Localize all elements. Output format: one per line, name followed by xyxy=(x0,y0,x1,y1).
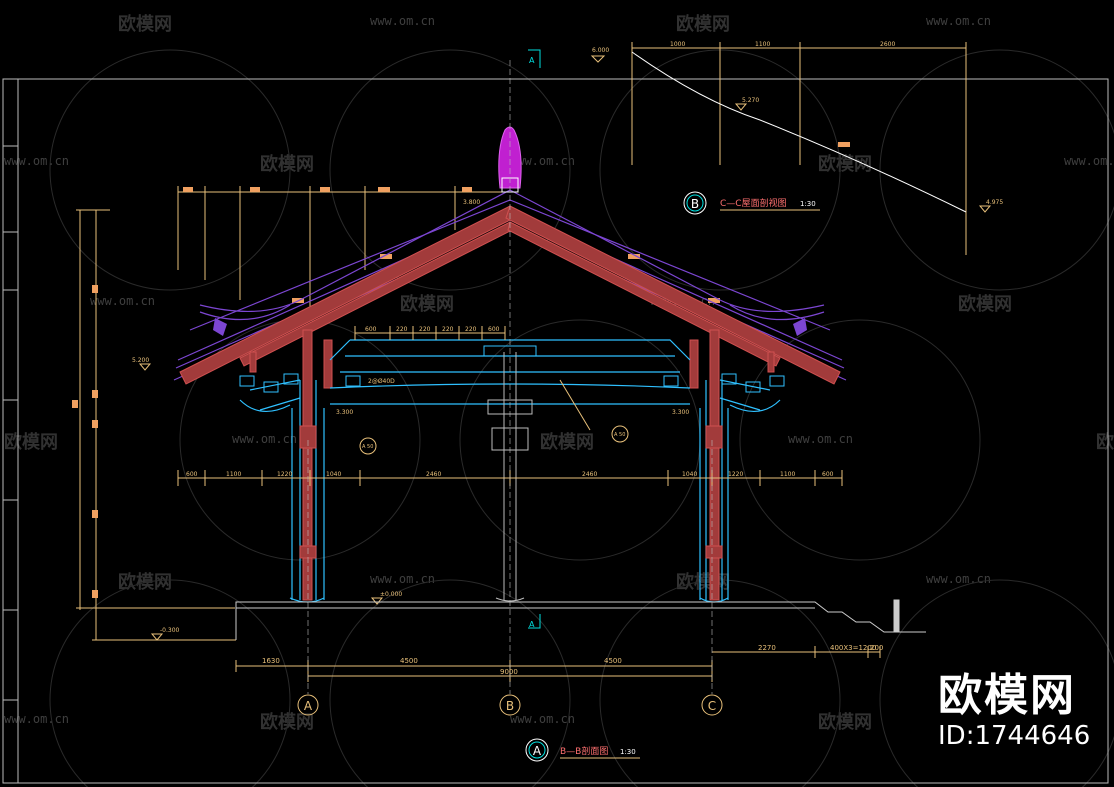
watermark-url: www.om.cn xyxy=(4,154,70,168)
beam-dim-label: 1040 xyxy=(326,471,341,478)
bottom-dim-label: 400X3=1200 xyxy=(830,644,876,652)
beam-dim-label: 1220 xyxy=(728,471,743,478)
axis-bubbles xyxy=(297,694,723,716)
watermark-url: www.om.cn xyxy=(370,572,436,586)
bottom-dim-label: 4500 xyxy=(400,657,418,665)
roof-ornaments xyxy=(213,318,807,336)
ridge-dims xyxy=(354,326,506,340)
bb-scale: 1:30 xyxy=(620,748,636,756)
watermark-url: www.om.cn xyxy=(232,432,298,446)
axis-label-a: A xyxy=(304,699,313,713)
axis-label-c: C xyxy=(708,699,716,713)
elevation-tag: 3.300 xyxy=(336,409,353,416)
ridge-dim-label: 220 xyxy=(419,326,431,333)
cc-elev: 4.975 xyxy=(986,199,1003,206)
ridge-dim-label: 220 xyxy=(465,326,477,333)
watermark-brand: 欧模网 xyxy=(1096,432,1114,453)
cc-elev: 6.000 xyxy=(592,47,609,54)
watermark-url: www.om.cn xyxy=(370,14,436,28)
brand-mark: 欧模网 ID:1744646 xyxy=(938,672,1090,752)
bottom-dim-label: 4500 xyxy=(604,657,622,665)
section-cut-label: A xyxy=(529,56,535,65)
watermark-url: www.om.cn xyxy=(90,294,156,308)
cc-title: C—C屋面剖视图 xyxy=(720,197,787,209)
cc-dim-label: 1000 xyxy=(670,41,685,48)
section-cut-marks xyxy=(528,49,541,629)
brackets xyxy=(239,345,785,393)
watermark-brand: 欧模网 xyxy=(676,14,730,35)
watermark-brand: 欧模网 xyxy=(958,294,1012,315)
beam-dim-label: 2460 xyxy=(582,471,597,478)
detail-callout xyxy=(359,379,629,455)
ground-line xyxy=(235,599,926,640)
section-title-cc: B C—C屋面剖视图 1:30 xyxy=(683,191,820,215)
elevation-tag: 3.300 xyxy=(672,409,689,416)
watermark-brand: 欧模网 xyxy=(260,154,314,175)
elevation-markers xyxy=(138,363,384,641)
elevation-tag: -0.300 xyxy=(160,627,180,634)
cc-tag xyxy=(838,142,850,147)
elevation-tag: 3.800 xyxy=(463,199,480,206)
bottom-dim-label: 200 xyxy=(870,644,883,652)
watermark-url: www.om.cn xyxy=(788,432,854,446)
watermark-brand: 欧模网 xyxy=(818,712,872,733)
callout-label: A 50 xyxy=(362,444,373,450)
axis-lines xyxy=(307,60,713,694)
axis-label-b: B xyxy=(506,699,514,713)
brand-id: ID:1744646 xyxy=(938,721,1091,751)
beam-dim-label: 1220 xyxy=(277,471,292,478)
beam-dim-label: 1100 xyxy=(226,471,241,478)
beam-dim-label: 600 xyxy=(822,471,834,478)
cc-dim-label: 1100 xyxy=(755,41,770,48)
watermark-brand: 欧模网 xyxy=(818,154,872,175)
beam-dim-label: 1040 xyxy=(682,471,697,478)
bb-marker: A xyxy=(533,744,542,758)
ridge-dim-label: 600 xyxy=(488,326,500,333)
elevation-tag: 5.200 xyxy=(132,357,149,364)
beam-dim-label: 1100 xyxy=(780,471,795,478)
bottom-dim-label: 1630 xyxy=(262,657,280,665)
callout-label: A 50 xyxy=(614,432,625,438)
watermark-url: www.om.cn xyxy=(1064,154,1114,168)
watermark-brand: 欧模网 xyxy=(118,14,172,35)
sheet-border xyxy=(2,78,1109,784)
ridge-dim-label: 600 xyxy=(365,326,377,333)
watermark-url: www.om.cn xyxy=(510,712,576,726)
bottom-dim-label: 2270 xyxy=(758,644,776,652)
ridge-dim-label: 220 xyxy=(396,326,408,333)
columns xyxy=(249,329,775,601)
section-title-bb: A B—B剖面图 1:30 xyxy=(525,738,640,762)
section-cut-label: A xyxy=(529,620,535,629)
watermark-url: www.om.cn xyxy=(510,154,576,168)
ridge-dim-label: 220 xyxy=(442,326,454,333)
left-dim-tags xyxy=(72,285,98,598)
elevation-tag: ±0.000 xyxy=(380,591,402,598)
watermark-brand: 欧模网 xyxy=(260,712,314,733)
cc-marker: B xyxy=(691,197,699,211)
left-elevation-dims xyxy=(76,209,236,641)
cc-scale: 1:30 xyxy=(800,200,816,208)
beam-dim-label: 600 xyxy=(186,471,198,478)
column-joints xyxy=(299,425,723,559)
brand-logo: 欧模网 xyxy=(938,670,1076,721)
beam-dim-label: 2460 xyxy=(426,471,441,478)
watermark-brand: 欧模网 xyxy=(540,432,594,453)
bottom-dim-label: 9000 xyxy=(500,668,518,676)
cc-dim-label: 2600 xyxy=(880,41,895,48)
watermark-url: www.om.cn xyxy=(4,712,70,726)
cc-section xyxy=(590,42,992,255)
cc-roof-curve xyxy=(631,51,967,213)
watermark-brand: 欧模网 xyxy=(400,294,454,315)
watermark-url: www.om.cn xyxy=(926,14,992,28)
beam-label: 2@Ø40D xyxy=(368,378,395,385)
bb-title: B—B剖面图 xyxy=(560,745,608,757)
cc-elev: 5.270 xyxy=(742,97,759,104)
